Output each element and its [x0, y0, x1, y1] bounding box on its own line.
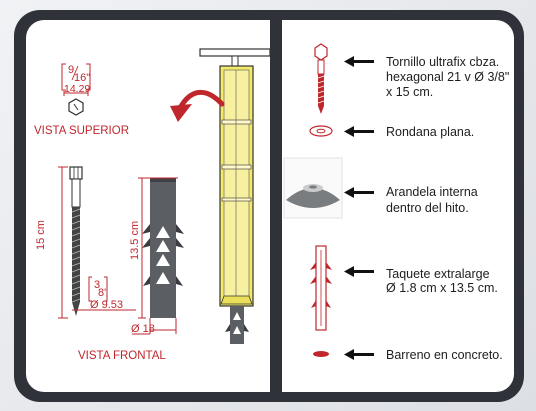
item-anchor-line2: Ø 1.8 cm x 13.5 cm.: [386, 281, 498, 295]
anchor-front-drawing: [142, 178, 184, 318]
vista-frontal-label: VISTA FRONTAL: [78, 350, 166, 362]
top-fraction-denominator: 16": [74, 72, 91, 84]
item-screw-line3: x 15 cm.: [386, 85, 434, 99]
top-fraction-numerator: 9: [68, 64, 75, 76]
screw-length-dimension: [58, 166, 68, 319]
item-flat-washer-line1: Rondana plana.: [386, 125, 475, 139]
arrow-left-icon: [344, 126, 374, 137]
inner-washer-drawing: [283, 157, 343, 219]
item-screw-line1: Tornillo ultrafix cbza.: [386, 55, 500, 69]
top-mm-label: 14.29: [64, 83, 91, 95]
screw-fraction-denominator: 8": [98, 287, 109, 299]
item-anchor-line1: Taquete extralarge: [386, 267, 490, 281]
vista-superior-label: VISTA SUPERIOR: [34, 125, 130, 137]
item-drill-hole-line1: Barreno en concreto.: [386, 348, 503, 362]
flat-washer-drawing: [309, 125, 333, 137]
drill-hole-drawing: [313, 351, 329, 357]
screw-fraction-numerator: 3: [94, 279, 101, 291]
item-inner-washer-line1: Arandela interna: [386, 185, 478, 199]
screw-mm-label: Ø 9.53: [90, 299, 124, 311]
anchor-diameter-label: Ø 18: [131, 323, 155, 335]
anchor-icon-drawing: [310, 245, 332, 331]
arrow-left-icon: [344, 187, 374, 198]
top-dimension-bracket: [61, 63, 91, 96]
item-inner-washer-line2: dentro del hito.: [386, 201, 469, 215]
arrow-left-icon: [344, 56, 374, 67]
screw-diameter-bracket: [72, 276, 136, 311]
arrow-left-icon: [344, 266, 374, 277]
curved-arrow-icon: [177, 90, 225, 111]
arrow-left-icon: [344, 349, 374, 360]
post-drawing: [199, 48, 271, 344]
screw-icon-drawing: [314, 43, 328, 114]
anchor-dimensions: [132, 177, 178, 335]
item-screw-line2: hexagonal 21 v Ø 3/8": [386, 70, 510, 84]
screw-front-drawing: [69, 166, 83, 316]
